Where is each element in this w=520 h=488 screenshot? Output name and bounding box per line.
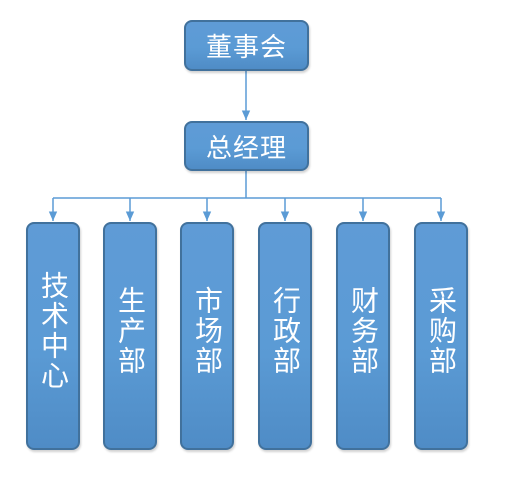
department-box-finance: 财务部 [336, 222, 390, 450]
department-label: 市场部 [191, 286, 224, 376]
department-label: 行政部 [269, 286, 302, 376]
department-box-tech-center: 技术中心 [26, 222, 80, 450]
department-box-marketing: 市场部 [180, 222, 234, 450]
department-label: 采购部 [425, 286, 458, 376]
board-box: 董事会 [184, 20, 309, 71]
department-box-production: 生产部 [103, 222, 157, 450]
department-box-administration: 行政部 [258, 222, 312, 450]
department-label: 财务部 [347, 286, 380, 376]
department-label: 技术中心 [37, 271, 70, 391]
department-box-purchasing: 采购部 [414, 222, 468, 450]
board-label: 董事会 [205, 33, 287, 63]
department-label: 生产部 [114, 286, 147, 376]
general-manager-box: 总经理 [184, 121, 309, 171]
general-manager-label: 总经理 [205, 133, 287, 164]
